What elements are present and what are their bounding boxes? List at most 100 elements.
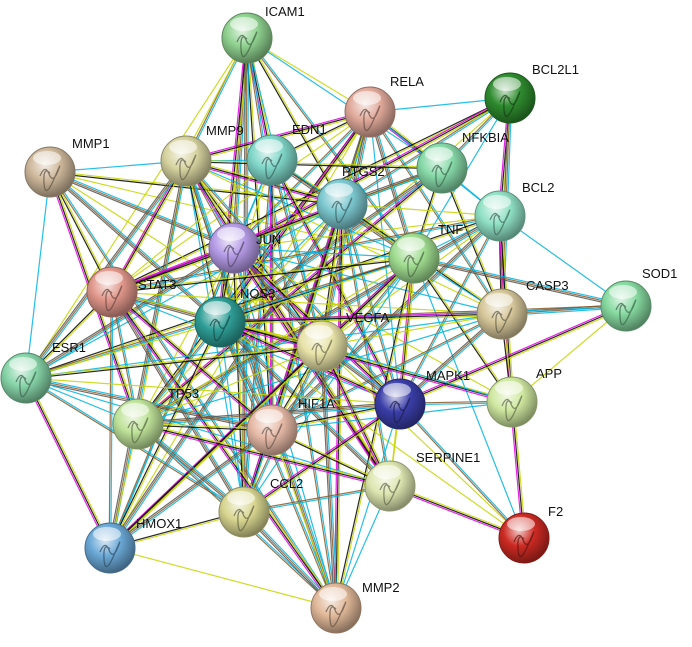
node-ccl2[interactable]: CCL2 (218, 476, 303, 538)
edge-HIF1A-HMOX1 (108, 428, 274, 550)
node-label: SERPINE1 (416, 450, 480, 465)
node-label: CASP3 (526, 278, 569, 293)
edge-JUN-TNF (233, 247, 415, 259)
protein-structure-icon (431, 161, 453, 188)
node-mmp2[interactable]: MMP2 (310, 580, 400, 634)
protein-structure-icon (331, 197, 353, 224)
node-label: MAPK1 (426, 368, 470, 383)
node-jun[interactable]: JUN (208, 222, 281, 274)
node-highlight (217, 227, 245, 241)
node-stat3[interactable]: STAT3 (86, 266, 177, 318)
node-label: ESR1 (52, 340, 86, 355)
node-label: RELA (390, 74, 424, 89)
node-vegfa[interactable]: VEGFA (296, 310, 390, 372)
edge-VEGFA-SERPINE1 (320, 345, 392, 487)
node-highlight (319, 587, 347, 601)
edge-STAT3-TNF (111, 256, 415, 294)
node-highlight (255, 409, 283, 423)
protein-structure-icon (489, 209, 511, 236)
node-highlight (255, 139, 283, 153)
node-highlight (397, 237, 425, 251)
node-highlight (483, 195, 511, 209)
node-bcl2[interactable]: BCL2 (474, 180, 555, 242)
protein-structure-icon (379, 479, 401, 506)
edge-ESR1-HMOX1 (24, 377, 112, 549)
node-mmp9[interactable]: MMP9 (160, 123, 244, 187)
node-label: VEGFA (346, 310, 390, 325)
node-tp53[interactable]: TP53 (112, 386, 199, 450)
edge-EDN1-STAT3 (111, 159, 273, 293)
protein-structure-icon (389, 397, 411, 424)
protein-structure-icon (99, 541, 121, 568)
node-highlight (353, 91, 381, 105)
node-nfkbia[interactable]: NFKBIA (416, 130, 509, 194)
protein-structure-icon (403, 251, 425, 278)
node-serpine1[interactable]: SERPINE1 (364, 450, 480, 512)
node-highlight (373, 465, 401, 479)
protein-structure-icon (491, 307, 513, 334)
protein-structure-icon (127, 417, 149, 444)
node-casp3[interactable]: CASP3 (476, 278, 569, 340)
node-label: MMP9 (206, 123, 244, 138)
node-highlight (325, 183, 353, 197)
edge-VEGFA-F2 (321, 345, 525, 539)
edge-HMOX1-MMP2 (109, 547, 337, 609)
node-label: MMP1 (72, 136, 110, 151)
edge-MAPK1-MMP2 (335, 403, 401, 609)
node-highlight (493, 77, 521, 91)
edge-ESR1-SERPINE1 (25, 377, 391, 487)
node-label: TNF (438, 222, 463, 237)
edge-RELA-CASP3 (368, 111, 504, 315)
edge-NOS3-APP (219, 319, 513, 405)
node-highlight (609, 285, 637, 299)
node-sod1[interactable]: SOD1 (600, 266, 677, 332)
node-esr1[interactable]: ESR1 (0, 340, 86, 404)
node-label: APP (536, 366, 562, 381)
node-bcl2l1[interactable]: BCL2L1 (484, 62, 579, 124)
node-label: JUN (256, 232, 281, 247)
edge-TNF-HMOX1 (108, 256, 416, 550)
edge-TNF-CCL2 (243, 257, 415, 513)
node-highlight (425, 147, 453, 161)
protein-structure-icon (513, 531, 535, 558)
node-nos3[interactable]: NOS3 (194, 286, 275, 348)
node-label: NFKBIA (462, 130, 509, 145)
node-hmox1[interactable]: HMOX1 (84, 516, 182, 574)
protein-structure-icon (359, 105, 381, 132)
node-label: NOS3 (240, 286, 275, 301)
node-highlight (121, 403, 149, 417)
protein-structure-icon (261, 423, 283, 450)
node-hif1a[interactable]: HIF1A (246, 396, 335, 456)
edge-TNF-TP53 (137, 257, 415, 425)
node-icam1[interactable]: ICAM1 (221, 4, 305, 64)
node-label: ICAM1 (265, 4, 305, 19)
node-mmp1[interactable]: MMP1 (24, 136, 110, 198)
edge-STAT3-HMOX1 (108, 291, 114, 549)
node-mapk1[interactable]: MAPK1 (374, 368, 470, 430)
node-highlight (227, 491, 255, 505)
edge-PTGS2-BCL2 (341, 203, 501, 217)
node-rela[interactable]: RELA (344, 74, 424, 138)
protein-structure-icon (233, 505, 255, 532)
protein-structure-icon (223, 241, 245, 268)
node-ptgs2[interactable]: PTGS2 (316, 164, 385, 230)
node-tnf[interactable]: TNF (388, 222, 463, 284)
node-app[interactable]: APP (486, 366, 562, 428)
edge-VEGFA-APP (321, 345, 513, 403)
edge-MMP9-NFKBIA (185, 159, 443, 170)
edge-BCL2-JUN (233, 215, 501, 249)
edge-PTGS2-ESR1 (25, 203, 343, 379)
edge-CASP3-VEGFA (321, 313, 503, 347)
node-highlight (485, 293, 513, 307)
protein-structure-icon (101, 285, 123, 312)
node-edn1[interactable]: EDN1 (246, 122, 327, 186)
edge-BCL2L1-JUN (232, 96, 512, 250)
edge-SOD1-MAPK1 (399, 303, 627, 407)
node-label: BCL2 (522, 180, 555, 195)
node-highlight (169, 140, 197, 154)
protein-structure-icon (325, 601, 347, 628)
node-f2[interactable]: F2 (498, 504, 563, 564)
edge-VEGFA-MMP2 (319, 345, 339, 609)
